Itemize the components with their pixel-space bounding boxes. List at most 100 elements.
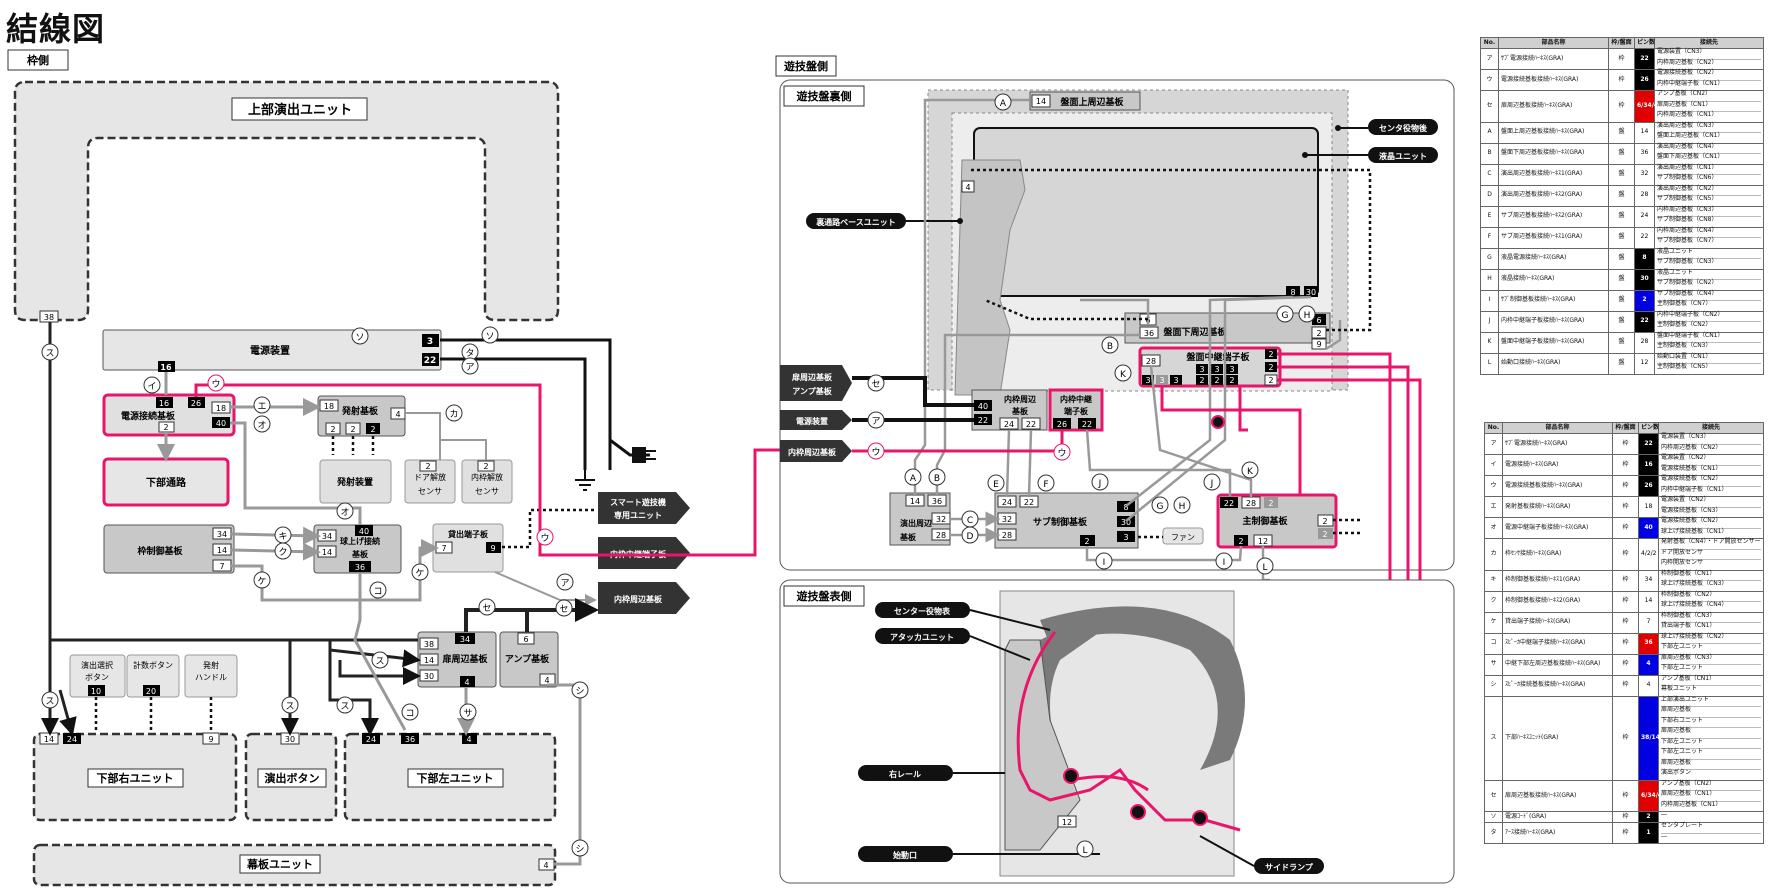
cell-no: G xyxy=(1480,247,1499,270)
cell-no: セ xyxy=(1484,779,1503,812)
pin-4-launch: 4 xyxy=(395,410,400,419)
cell-part: 中継下部左周辺基板接続ﾊｰﾈｽ(GRA) xyxy=(1502,653,1613,676)
cell-type: 盤 xyxy=(1608,163,1635,186)
cell-no: ウ xyxy=(1480,69,1499,91)
board-side-section: 遊技盤側 遊技盤裏側 30 8 4 14 盤面上周辺基板 センタ役物後 液晶ユニ… xyxy=(775,55,1455,884)
page-title: 結線図 xyxy=(6,10,106,48)
svg-text:ウ: ウ xyxy=(211,379,220,390)
pin-28-mcb: 28 xyxy=(1246,499,1256,508)
main-control-board-label: 主制御基板 xyxy=(1242,515,1288,527)
svg-text:ケ: ケ xyxy=(257,576,266,587)
cell-type: 枠 xyxy=(1612,475,1639,497)
pin-22-ip: 22 xyxy=(978,416,988,425)
cell-dest: 演出周辺基板（CN4）盤面下周辺基板（CN1） xyxy=(1654,142,1764,165)
counter-button-label: 計数ボタン xyxy=(133,660,173,670)
dest-line: アンプ基板（CN1） xyxy=(1661,675,1761,686)
cell-type: 枠 xyxy=(1612,590,1639,613)
cell-pin: 34 xyxy=(1638,569,1659,592)
cell-type: 枠 xyxy=(1612,811,1639,823)
pin-2-brt-a: 2 xyxy=(1268,350,1273,359)
dest-line: 内枠中継端子板（CN1） xyxy=(1661,485,1728,493)
amp-board-label: アンプ基板 xyxy=(505,653,550,665)
cell-pin: 32 xyxy=(1634,163,1655,186)
cell-dest: 枠制御基板（CN1）球上げ接続基板（CN3） xyxy=(1658,569,1764,592)
svg-text:ア: ア xyxy=(465,363,474,373)
pin-3-brt-l3: 3 xyxy=(1173,376,1178,385)
sub-control-board-label: サブ制御基板 xyxy=(1033,516,1088,528)
pin-3-brt-l1: 3 xyxy=(1145,376,1150,385)
cell-no: ア xyxy=(1480,48,1499,70)
pin-9-lending: 9 xyxy=(490,544,495,553)
pin-24-llu: 24 xyxy=(366,735,376,744)
power-relay-board-label: 電源接続基板 xyxy=(121,410,176,422)
svg-text:L: L xyxy=(1082,846,1087,856)
attacker-unit-label: アタッカユニット xyxy=(890,632,954,642)
cell-dest: 液晶ユニットサブ制御基板（CN3） xyxy=(1654,247,1764,270)
svg-text:ス: ス xyxy=(45,697,54,707)
dest-line: サブ制御基板（CN4） xyxy=(1657,290,1761,301)
svg-text:シ: シ xyxy=(575,845,584,855)
svg-text:端子板: 端子板 xyxy=(1064,406,1089,416)
board-front-label: 遊技盤表側 xyxy=(797,589,852,603)
effect-select-button xyxy=(69,654,126,698)
pin-24-lru: 24 xyxy=(67,735,77,744)
dest-line: サブ制御基板（CN6） xyxy=(1657,174,1718,181)
fan-label: ファン xyxy=(1171,533,1195,542)
cell-part: 液晶接続ﾊｰﾈｽ(GRA) xyxy=(1498,268,1609,291)
svg-text:J: J xyxy=(1098,479,1102,489)
cell-part: 演出周辺基板接続ﾊｰﾈｽ1(GRA) xyxy=(1498,163,1609,186)
cell-type: 枠 xyxy=(1608,69,1635,91)
svg-text:ケ: ケ xyxy=(415,568,424,579)
dest-line: 内枠中継端子板（CN1） xyxy=(1657,79,1724,87)
pin-3-brt-3: 3 xyxy=(1229,365,1234,374)
dest-line: 電源接続基板（CN2） xyxy=(1661,475,1761,487)
cell-pin: 28 xyxy=(1634,184,1655,207)
svg-text:B: B xyxy=(934,474,940,484)
cell-pin: 8 xyxy=(1634,247,1655,270)
cell-part: 下部ﾊｰﾈｽﾕﾆｯﾄ(GRA) xyxy=(1502,695,1613,781)
svg-text:タ: タ xyxy=(465,348,474,359)
svg-text:A: A xyxy=(1000,99,1007,109)
board-side-label: 遊技盤側 xyxy=(784,59,828,73)
pin-2-relay: 2 xyxy=(163,423,168,432)
cell-type: 枠 xyxy=(1612,496,1639,518)
dest-line: 枠制御基板（CN3） xyxy=(1661,612,1761,623)
cell-dest: 演出周辺基板（CN2）サブ制御基板（CN5） xyxy=(1654,184,1764,207)
right-rail-label: 右レール xyxy=(888,769,921,779)
cell-part: 枠制御基板接続ﾊｰﾈｽ2(GRA) xyxy=(1502,590,1613,613)
pin-2-brt-2: 2 xyxy=(1214,376,1219,385)
cell-pin: 18 xyxy=(1638,496,1659,518)
cell-pin: 38/14/24/30 xyxy=(1638,695,1681,781)
svg-text:コ: コ xyxy=(405,709,414,719)
pin-8-lcd: 8 xyxy=(1290,288,1295,297)
cell-pin: 26 xyxy=(1638,475,1659,497)
cell-no: ア xyxy=(1484,433,1503,455)
counter-button xyxy=(126,654,180,698)
cell-part: 電源ｺｰﾄﾞ(GRA) xyxy=(1502,811,1613,823)
pin-2-mcb-top: 2 xyxy=(1268,499,1273,508)
pin-2-brt-3: 2 xyxy=(1229,376,1234,385)
cell-no: F xyxy=(1480,226,1499,249)
cell-dest: アンプ基板（CN2）扉周辺基板（CN1）内枠周辺基板（CN1） xyxy=(1654,90,1764,123)
pin-38-door: 38 xyxy=(424,640,434,649)
pin-6-amp: 6 xyxy=(523,635,528,644)
pin-22-mcb: 22 xyxy=(1224,499,1234,508)
pin-32-ep: 32 xyxy=(936,515,946,524)
dest-line: 電源接続基板（CN2） xyxy=(1661,517,1761,529)
cell-part: 貸出端子接続ﾊｰﾈｽ(GRA) xyxy=(1502,611,1613,634)
pin-14-lru: 14 xyxy=(44,735,54,744)
svg-text:F: F xyxy=(1043,480,1048,490)
frame-control-board-label: 枠制御基板 xyxy=(136,545,183,557)
lcd-panel xyxy=(973,127,1319,297)
col-pin: ピン数 xyxy=(1634,37,1655,49)
dest-line: 内枠周辺基板（CN2） xyxy=(1661,443,1722,451)
cell-no: コ xyxy=(1484,632,1503,655)
